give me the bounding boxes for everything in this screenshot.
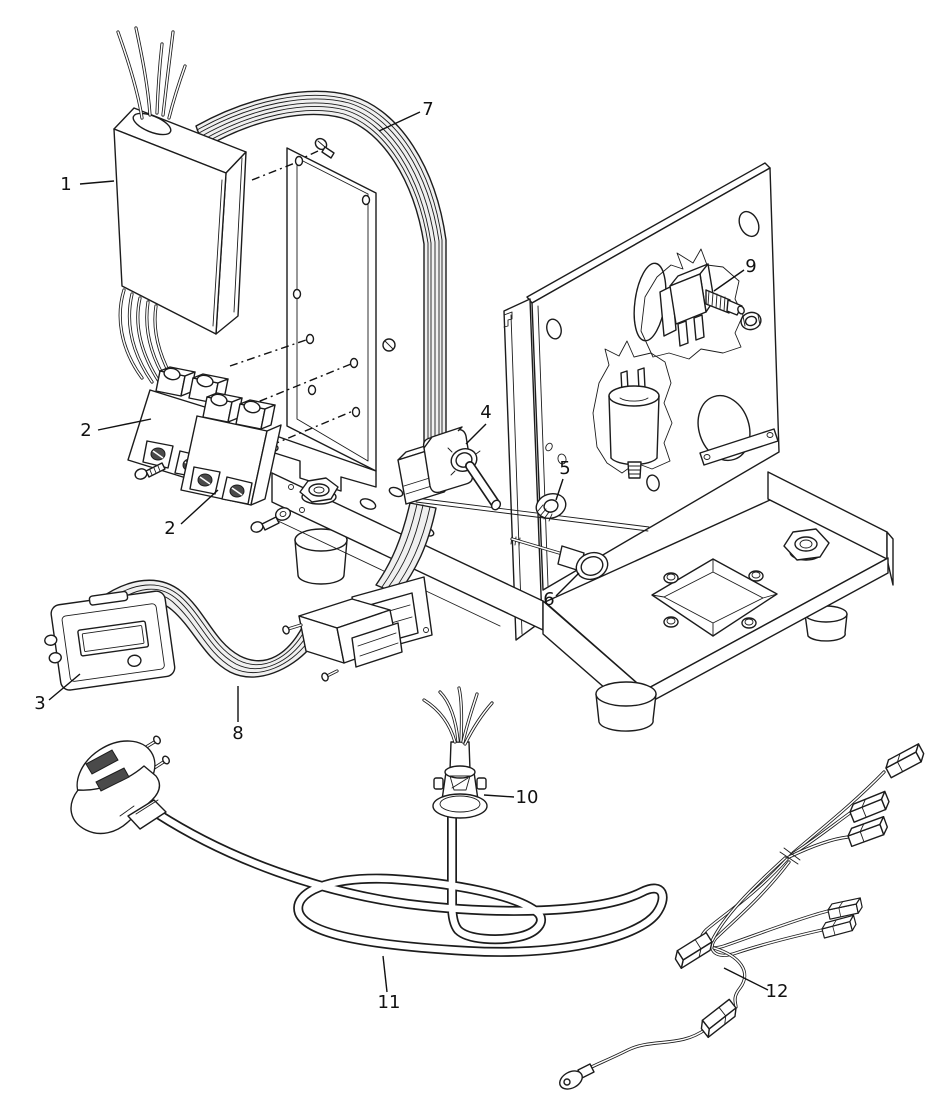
- spade-connector: [847, 790, 892, 823]
- front-knob: [127, 654, 142, 668]
- plate-screw-head: [382, 338, 396, 352]
- callout-5-leader: [555, 478, 564, 501]
- spade-connector: [820, 914, 858, 939]
- callout-3-leader: [48, 673, 81, 701]
- power-cord: [70, 686, 668, 957]
- mains-plug: [70, 735, 170, 835]
- chassis-front-upright: [503, 298, 543, 641]
- callout-10-label: 10: [516, 787, 539, 808]
- callout-1-label: 1: [60, 174, 71, 195]
- mounting-plate: [151, 137, 396, 515]
- hook-cutout: [503, 311, 513, 328]
- side-knob: [48, 652, 62, 664]
- lcd-window: [77, 620, 150, 657]
- callout-11-leader: [382, 955, 388, 993]
- plate-screw: [314, 137, 335, 159]
- solenoid-nut: [740, 311, 762, 331]
- left-foot: [294, 528, 348, 585]
- assembly-line: [302, 150, 319, 159]
- chassis-rear-panel: [526, 162, 780, 591]
- spade-connector: [826, 897, 864, 920]
- tray-wall-cap: [886, 531, 894, 586]
- ring-terminal: [559, 1063, 595, 1090]
- spade-connector: [882, 743, 928, 779]
- callout-12-leader: [723, 967, 769, 991]
- callout-10-leader: [483, 794, 515, 798]
- callout-5-label: 5: [559, 458, 570, 479]
- callout-7-label: 7: [422, 99, 433, 120]
- cable-gland: [422, 686, 494, 819]
- callout-6-leader: [555, 572, 580, 597]
- callout-12-label: 12: [766, 981, 789, 1002]
- callout-9-leader: [713, 269, 745, 292]
- control-box: [113, 107, 247, 335]
- control-box-wires-top: [116, 26, 187, 120]
- spade-connector: [671, 931, 716, 969]
- middle-foot: [595, 681, 657, 732]
- callout-2a-label: 2: [80, 420, 91, 441]
- wiring-harness: [559, 743, 928, 1090]
- dsub-hood-connector: [282, 598, 403, 682]
- callout-6-label: 6: [543, 589, 554, 610]
- solenoid-valve: [659, 263, 745, 347]
- base-tray: [542, 471, 894, 732]
- wire-rod: [415, 497, 650, 532]
- callout-3-label: 3: [34, 693, 45, 714]
- relay-block-front: [180, 392, 282, 506]
- bundle-wrap: [779, 847, 801, 865]
- rail-nut: [299, 477, 339, 505]
- callout-8-label: 8: [232, 723, 243, 744]
- assembly-line: [251, 162, 296, 181]
- grommet: [535, 492, 567, 522]
- tray-screws: [663, 570, 764, 629]
- callout-11-label: 11: [378, 992, 401, 1013]
- capacitor: [608, 367, 660, 479]
- name-plate: [699, 428, 779, 466]
- callout-4-leader: [465, 423, 487, 445]
- callout-4-label: 4: [480, 402, 491, 423]
- push-button: [510, 535, 609, 581]
- toggle-switch: [422, 426, 502, 511]
- mounting-bolt-washer: [250, 507, 292, 533]
- callout-7-leader: [378, 111, 421, 132]
- callout-1-leader: [79, 180, 115, 185]
- spade-connector: [697, 998, 741, 1039]
- callouts: 1 2 2 3 4 5 6 7 8 9 10 11 12: [34, 99, 788, 1013]
- cable-slot: [88, 590, 129, 606]
- callout-2b-leader: [180, 489, 219, 525]
- callout-2a-leader: [97, 418, 152, 431]
- callout-2b-label: 2: [164, 518, 175, 539]
- tray-nut: [783, 528, 830, 561]
- side-knob: [44, 634, 58, 646]
- assembly-line: [242, 363, 352, 409]
- display-module: [44, 590, 176, 691]
- spade-connector: [845, 815, 891, 848]
- mounting-bolt: [134, 462, 166, 480]
- assembly-line: [229, 339, 307, 367]
- callout-9-label: 9: [745, 256, 756, 277]
- torn-edge-cutout: [640, 248, 744, 360]
